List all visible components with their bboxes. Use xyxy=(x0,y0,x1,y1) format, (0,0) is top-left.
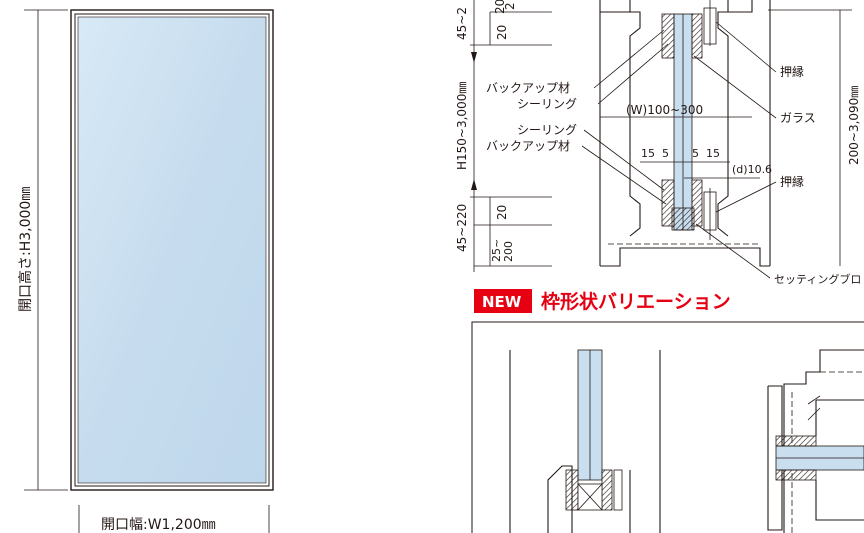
dim-5b: 5 xyxy=(692,147,699,160)
frame-bottom xyxy=(600,247,770,267)
var2-hatch-2 xyxy=(807,407,821,421)
height-label: 開口高さ:H3,000㎜ xyxy=(17,187,34,312)
dim-bottom-25: 25~ xyxy=(490,239,503,262)
dim-depth: (d)10.6 xyxy=(732,163,772,176)
leader-glass xyxy=(693,55,777,119)
var2-inner xyxy=(815,399,864,521)
arrow-down xyxy=(471,52,477,63)
leader-setting-block xyxy=(695,223,771,279)
sealing-top-right xyxy=(691,13,703,59)
window-glass-pane xyxy=(77,16,267,484)
var1-stop xyxy=(613,469,623,511)
sealing-bottom-right xyxy=(691,179,703,227)
frame-top-left xyxy=(599,0,631,13)
sealing-top-left xyxy=(661,13,675,59)
setting-block xyxy=(671,207,695,231)
new-badge-text: NEW xyxy=(482,293,522,311)
dim-middle-range: H150~3,000㎜ xyxy=(455,82,469,170)
dim-15a: 15 xyxy=(641,147,655,160)
label-setting-block: セッティングブロ xyxy=(774,272,861,286)
var2-frame xyxy=(767,385,783,531)
new-badge xyxy=(474,289,532,313)
label-sealing-bottom: シーリング xyxy=(517,123,577,137)
dim-top-20a: 20 xyxy=(493,0,507,14)
glazing-pocket-right xyxy=(717,11,729,237)
dim-bottom-20: 20 xyxy=(495,205,509,220)
leader-stop-top xyxy=(715,21,777,73)
dim-right-range: 200~3,090㎜ xyxy=(847,86,861,165)
var2-hatch-1 xyxy=(807,395,821,405)
glazing-pocket-left xyxy=(629,11,641,237)
dim-top-2x: 2 xyxy=(503,2,517,10)
var2-seal-bottom xyxy=(775,469,817,481)
var2-outline xyxy=(783,349,864,533)
label-backup-bottom: バックアップ材 xyxy=(486,139,570,153)
dim-5a: 5 xyxy=(662,147,669,160)
var1-seal-left xyxy=(565,469,579,511)
label-sealing-top: シーリング xyxy=(517,97,577,111)
label-backup-top: バックアップ材 xyxy=(486,81,570,95)
sealing-bottom-left xyxy=(661,179,675,227)
width-label: 開口幅:W1,200㎜ xyxy=(101,517,216,533)
leader-backup-bottom xyxy=(581,145,667,205)
leader-stop-bottom xyxy=(715,181,777,213)
leader-sealing-top xyxy=(597,43,669,105)
leader-sealing-bottom xyxy=(583,129,665,191)
variation-box xyxy=(471,321,864,533)
dim-15b: 15 xyxy=(706,147,720,160)
var1-block-cross xyxy=(577,483,603,511)
frame-top-right xyxy=(727,0,753,13)
dim-bottom-200: 200 xyxy=(502,241,515,262)
dim-top-range: 45~2 xyxy=(455,7,469,40)
dim-w-text: (W)100~300 xyxy=(626,103,703,117)
window-elevation: 開口高さ:H3,000㎜ 開口幅:W1,200㎜ xyxy=(17,9,274,533)
arrow-up xyxy=(471,179,477,190)
variation-heading: NEW 枠形状バリエーション xyxy=(474,289,731,313)
dim-top-20b: 20 xyxy=(495,25,509,40)
label-stop-top: 押縁 xyxy=(780,64,804,79)
leader-backup-top xyxy=(593,29,665,89)
section-detail: 45~2 20 20 2 H150~3,000㎜ 45~220 20 25~ 2… xyxy=(455,0,861,286)
label-stop-bottom: 押縁 xyxy=(780,174,804,189)
window-inner-frame xyxy=(74,13,270,487)
dim-bottom-range: 45~220 xyxy=(455,204,469,252)
variation-title: 枠形状バリエーション xyxy=(541,290,731,313)
var1-seal-right xyxy=(601,469,613,511)
var2-seal-top xyxy=(775,435,817,447)
label-glass: ガラス xyxy=(780,111,816,125)
variation-panel xyxy=(471,321,864,533)
